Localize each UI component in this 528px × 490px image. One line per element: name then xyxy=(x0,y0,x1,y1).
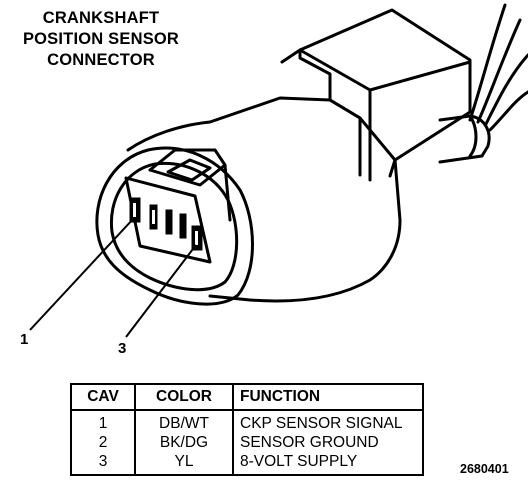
row-1-color: DB/WT xyxy=(134,410,234,433)
callout-pin-1: 1 xyxy=(20,331,29,348)
title-line-2: POSITION SENSOR xyxy=(22,30,180,48)
front-face-inner xyxy=(109,161,239,292)
table-row: 2 BK/DG SENSOR GROUND xyxy=(70,433,424,452)
leader-line-1 xyxy=(29,217,135,331)
upper-housing xyxy=(298,8,472,178)
wire-2 xyxy=(476,18,522,124)
title-line-1: CRANKSHAFT xyxy=(42,9,160,27)
housing-step xyxy=(280,48,332,102)
pinout-table: CAV COLOR FUNCTION 1 DB/WT CKP SENSOR SI… xyxy=(70,383,424,476)
table-row: 3 YL 8-VOLT SUPPLY xyxy=(70,452,424,475)
title-line-3: CONNECTOR xyxy=(47,51,155,69)
figure-id: 2680401 xyxy=(460,462,509,476)
front-face-oval xyxy=(95,146,254,306)
latch-tab xyxy=(148,148,232,222)
row-3-function: 8-VOLT SUPPLY xyxy=(232,452,424,475)
terminal-block xyxy=(124,176,212,264)
row-3-cav: 3 xyxy=(70,452,136,475)
row-1-function: CKP SENSOR SIGNAL xyxy=(232,410,424,433)
header-color: COLOR xyxy=(134,383,234,411)
rear-boot-ring xyxy=(468,114,478,158)
table-header-row: CAV COLOR FUNCTION xyxy=(70,383,424,411)
housing-rib xyxy=(328,98,362,177)
terminal-2c xyxy=(179,213,187,239)
terminal-2b xyxy=(165,209,173,235)
row-2-function: SENSOR GROUND xyxy=(232,433,424,452)
wire-4 xyxy=(488,90,528,132)
header-cav: CAV xyxy=(70,383,136,411)
wire-1 xyxy=(468,3,507,122)
leader-line-3 xyxy=(125,244,197,338)
header-function: FUNCTION xyxy=(232,383,424,411)
row-3-color: YL xyxy=(134,452,234,475)
latch-tab-edge xyxy=(148,163,227,187)
main-shell xyxy=(126,96,402,303)
table-row: 1 DB/WT CKP SENSOR SIGNAL xyxy=(70,410,424,433)
wire-3 xyxy=(484,53,528,126)
row-2-cav: 2 xyxy=(70,433,136,452)
row-2-color: BK/DG xyxy=(134,433,234,452)
rear-boot xyxy=(438,114,491,164)
diagram-title: CRANKSHAFT POSITION SENSOR CONNECTOR xyxy=(6,8,196,71)
callout-pin-3: 3 xyxy=(118,340,127,357)
row-1-cav: 1 xyxy=(70,410,136,433)
latch-slot xyxy=(166,158,212,182)
